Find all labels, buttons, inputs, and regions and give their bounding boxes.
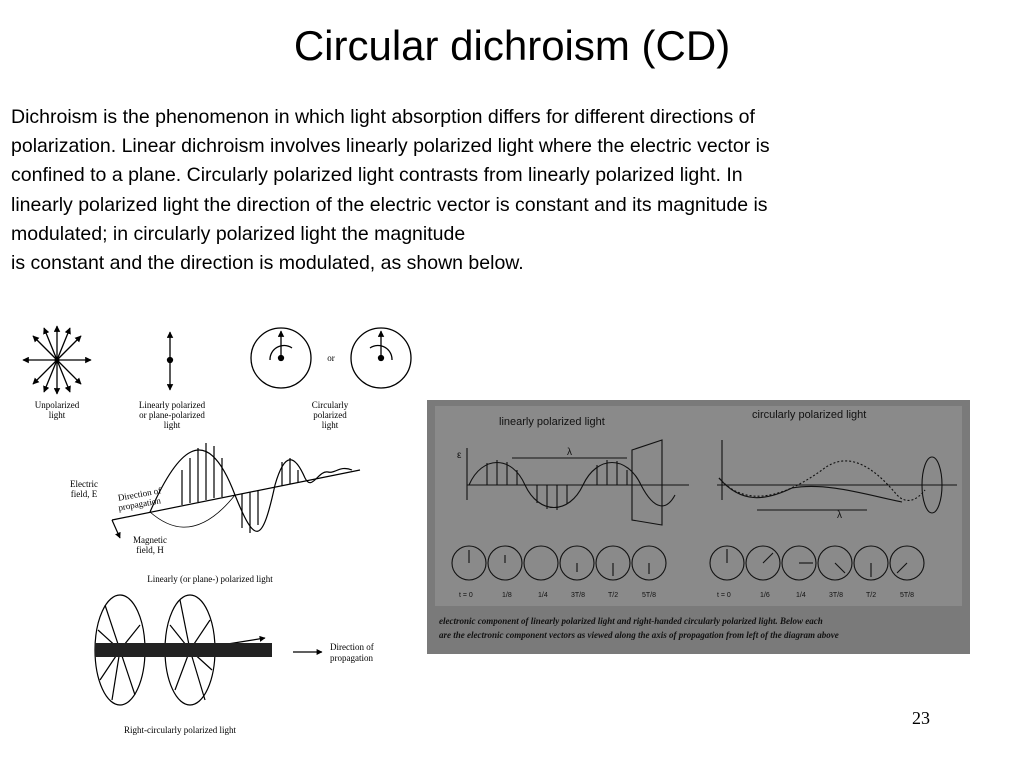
time-label: t = 0: [459, 592, 473, 599]
time-label: 1/4: [796, 592, 806, 599]
body-line: linearly polarized light the direction o…: [11, 193, 768, 216]
magnetic-field-label: Magnetic: [133, 535, 167, 545]
unpolarized-label: light: [49, 410, 66, 420]
time-label: T/2: [866, 592, 876, 599]
circular-polarized-icon: [250, 327, 412, 389]
body-paragraph: Dichroism is the phenomenon in which lig…: [11, 103, 1011, 278]
linear-caption: Linearly (or plane-) polarized light: [147, 574, 273, 584]
vector-circles: [451, 545, 925, 581]
time-label: 1/8: [502, 592, 512, 599]
time-label: 5T/8: [900, 592, 914, 599]
slide-number: 23: [912, 708, 930, 728]
circular-label: polarized: [313, 410, 347, 420]
time-label: T/2: [608, 592, 618, 599]
unpolarized-label: Unpolarized: [35, 400, 80, 410]
electric-field-label: field, E: [71, 489, 98, 499]
time-label: 3T/8: [571, 592, 585, 599]
circular-helix-wave: [717, 440, 957, 514]
body-line: modulated; in circularly polarized light…: [11, 222, 466, 245]
linear-sine-wave: [466, 439, 689, 526]
time-label: 1/6: [760, 592, 770, 599]
linear-title: linearly polarized light: [499, 416, 605, 428]
linear-polarized-icon: [166, 331, 174, 391]
lambda-label: λ: [567, 447, 572, 458]
panel-caption: are the electronic component vectors as …: [439, 630, 839, 640]
direction-of-propagation-label: propagation: [330, 653, 373, 663]
lambda-label-circular: λ: [837, 510, 842, 521]
time-label: t = 0: [717, 592, 731, 599]
linear-label: Linearly polarized: [139, 400, 206, 410]
epsilon-label: ε: [457, 450, 462, 461]
slide-title: Circular dichroism (CD): [293, 22, 731, 69]
direction-of-propagation-label: Direction of: [330, 642, 374, 652]
time-label: 5T/8: [642, 592, 656, 599]
linear-label: light: [164, 420, 181, 430]
body-line: confined to a plane. Circularly polarize…: [11, 164, 743, 187]
linear-label: or plane-polarized: [139, 410, 205, 420]
panel-figure: linearly polarized light circularly pola…: [427, 400, 970, 654]
panel-caption: electronic component of linearly polariz…: [439, 616, 823, 626]
magnetic-field-label: field, H: [136, 545, 164, 555]
propagation-rod: [95, 643, 272, 657]
time-label: 3T/8: [829, 592, 843, 599]
circular-label: light: [322, 420, 339, 430]
circular-title: circularly polarized light: [752, 409, 866, 421]
linear-wave-diagram: [111, 443, 361, 539]
electric-field-label: Electric: [70, 479, 98, 489]
body-line: polarization. Linear dichroism involves …: [11, 135, 770, 158]
body-line: is constant and the direction is modulat…: [11, 252, 524, 275]
or-label: or: [327, 353, 335, 363]
polarization-panel: linearly polarized light circularly pola…: [427, 400, 970, 654]
right-circular-caption: Right-circularly polarized light: [124, 725, 236, 735]
time-label: 1/4: [538, 592, 548, 599]
unpolarized-light-icon: [22, 325, 92, 395]
body-line: Dichroism is the phenomenon in which lig…: [11, 106, 755, 128]
circular-label: Circularly: [312, 400, 349, 410]
